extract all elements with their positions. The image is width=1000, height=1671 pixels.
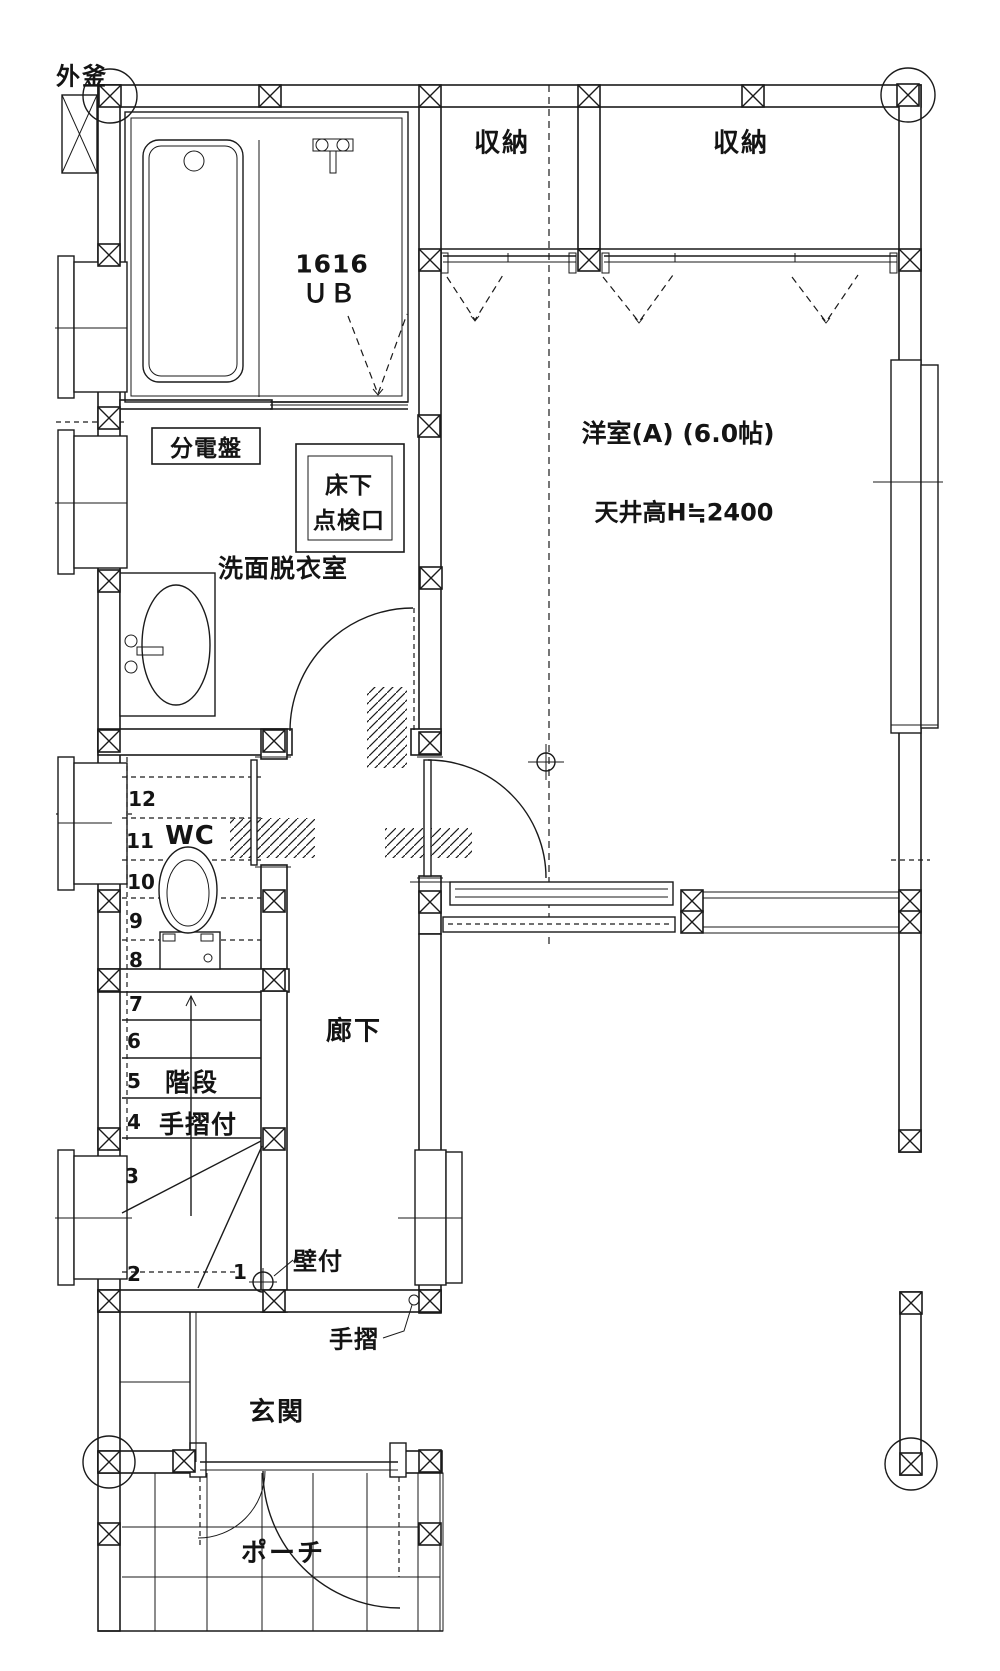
entrance-interior — [119, 1311, 197, 1462]
stair-step-number: 7 — [129, 992, 143, 1016]
window-bath — [55, 255, 128, 399]
room-south-sliding-door — [410, 881, 676, 933]
column-markers — [97, 83, 923, 1546]
stair-step-number: 1 — [233, 1260, 247, 1284]
stair-step-number: 11 — [126, 829, 154, 853]
stair-step-number: 9 — [129, 909, 143, 933]
stair-step-number: 2 — [127, 1262, 141, 1286]
window-western-room-east — [873, 359, 943, 734]
label-closet-right: 収納 — [712, 128, 770, 159]
label-outdoor-boiler: 外釜 — [56, 62, 108, 91]
label-toilet: WC — [165, 821, 215, 851]
interior-walls — [97, 106, 902, 1474]
entrance-door — [189, 1442, 407, 1609]
window-stairs — [55, 1149, 132, 1286]
stair-step-number: 3 — [125, 1164, 139, 1188]
closet-door-swing-marks — [446, 274, 859, 324]
vanity-sink-icon — [119, 572, 216, 717]
label-unit-bath-size: 1616 — [295, 249, 369, 279]
wc-sliding-door — [250, 756, 291, 868]
underfloor-hatch-box — [295, 443, 405, 553]
distribution-board-box — [151, 427, 261, 465]
corner-column-circles — [82, 67, 938, 1491]
ceiling-light-symbol — [528, 744, 564, 780]
label-wall-mounted: 壁付 — [293, 1247, 343, 1276]
bathtub-icon — [142, 139, 244, 383]
outdoor-boiler-icon — [61, 94, 98, 174]
window-corridor-east — [398, 1149, 463, 1286]
label-entrance: 玄関 — [248, 1397, 306, 1428]
label-unit-bath: ＵＢ — [302, 279, 358, 308]
label-ceiling-height: 天井高H≒2400 — [594, 498, 774, 527]
stair-direction-arrow — [185, 994, 197, 1007]
bath-folding-door-mark — [347, 313, 408, 396]
label-closet-left: 収納 — [473, 128, 531, 159]
label-washroom: 洗面脱衣室 — [217, 554, 349, 583]
label-handrail-attached: 手摺付 — [158, 1110, 238, 1139]
label-distribution-board: 分電盤 — [170, 436, 242, 462]
window-washroom — [55, 429, 128, 575]
exterior-walls — [97, 84, 922, 1632]
closet-sliding-tracks — [440, 252, 898, 274]
stair-step-number: 10 — [127, 870, 155, 894]
stair-step-number: 4 — [127, 1110, 141, 1134]
shower-fixture-icon — [312, 138, 354, 174]
porch-tile-grid — [122, 1473, 440, 1631]
stair-step-number: 5 — [127, 1069, 141, 1093]
western-room-door — [417, 756, 547, 879]
label-underfloor-hatch-1: 床下 — [325, 473, 373, 499]
stair-step-number: 12 — [128, 787, 156, 811]
label-western-room: 洋室(A) (6.0帖) — [581, 419, 775, 448]
label-porch: ポーチ — [240, 1538, 326, 1569]
stair-step-number: 8 — [129, 948, 143, 972]
washroom-door — [289, 607, 415, 732]
stairs-drawing — [121, 757, 263, 1289]
stair-step-number: 6 — [127, 1029, 141, 1053]
label-underfloor-hatch-2: 点検口 — [313, 508, 385, 534]
label-corridor: 廊下 — [325, 1016, 383, 1047]
toilet-icon — [158, 846, 221, 970]
label-handrail: 手摺 — [329, 1325, 379, 1354]
window-wc — [57, 756, 128, 891]
label-stairs: 階段 — [164, 1068, 220, 1097]
unit-bath — [124, 111, 409, 410]
